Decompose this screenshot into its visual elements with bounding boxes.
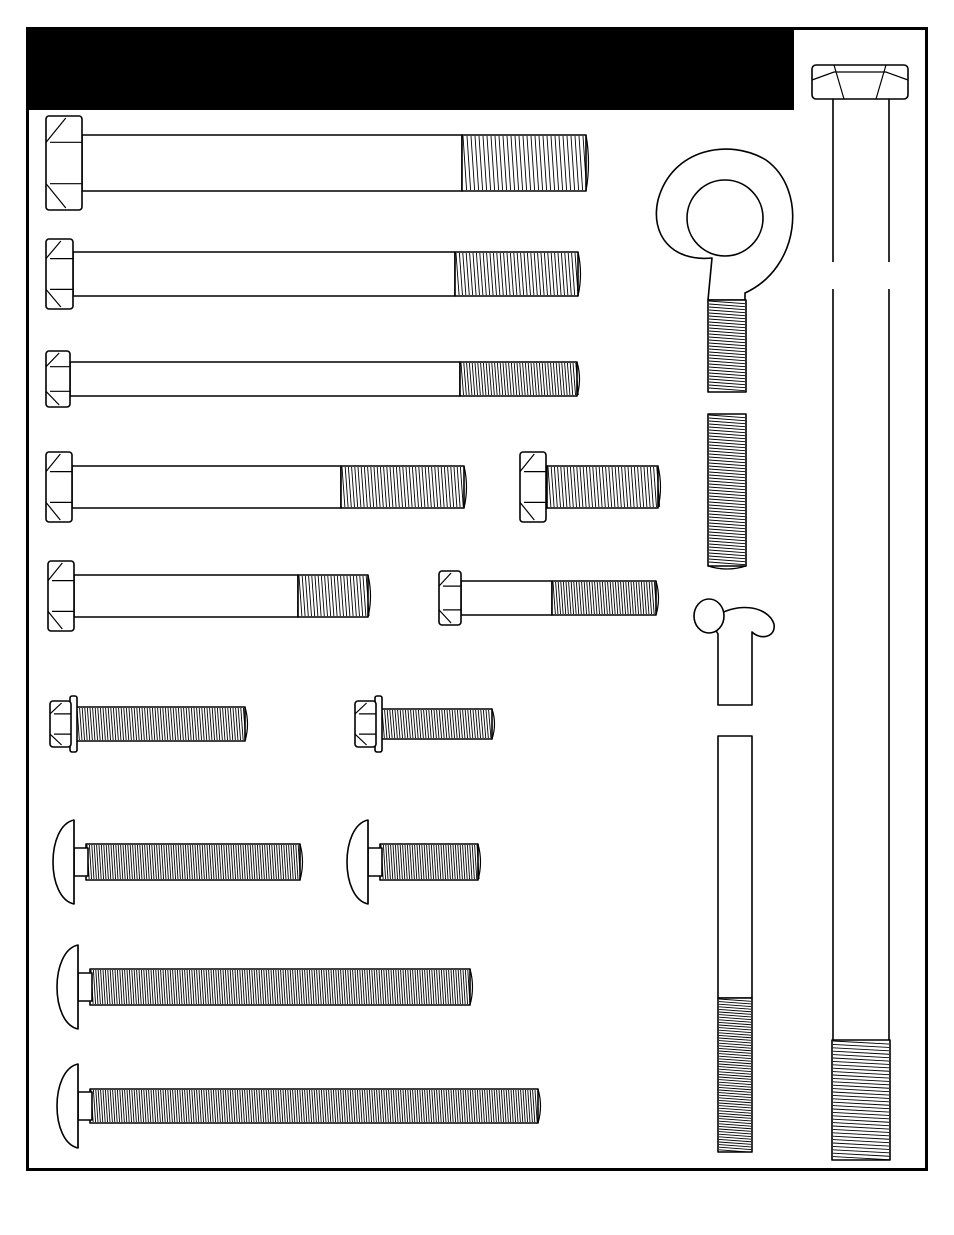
square-neck xyxy=(368,848,382,876)
shank xyxy=(74,575,298,617)
hex-head xyxy=(46,116,82,210)
hex-head xyxy=(48,561,74,631)
shank xyxy=(82,135,462,191)
hex-head xyxy=(812,65,908,99)
hex-head xyxy=(46,452,72,522)
hex-head xyxy=(46,239,73,309)
hex-head xyxy=(355,701,376,747)
thread-section xyxy=(298,575,368,617)
square-neck xyxy=(78,1092,92,1120)
shank xyxy=(70,362,460,396)
hex-head xyxy=(46,351,70,407)
shank xyxy=(718,736,752,998)
shank xyxy=(72,466,341,508)
hex-head xyxy=(50,701,71,747)
hex-head xyxy=(439,571,461,625)
eye-hole xyxy=(687,180,763,256)
hook-end xyxy=(694,599,724,633)
title-banner xyxy=(27,28,794,110)
hex-head xyxy=(520,452,546,522)
shank xyxy=(73,252,455,296)
square-neck xyxy=(78,973,92,1001)
shank xyxy=(461,581,552,615)
square-neck xyxy=(74,848,88,876)
